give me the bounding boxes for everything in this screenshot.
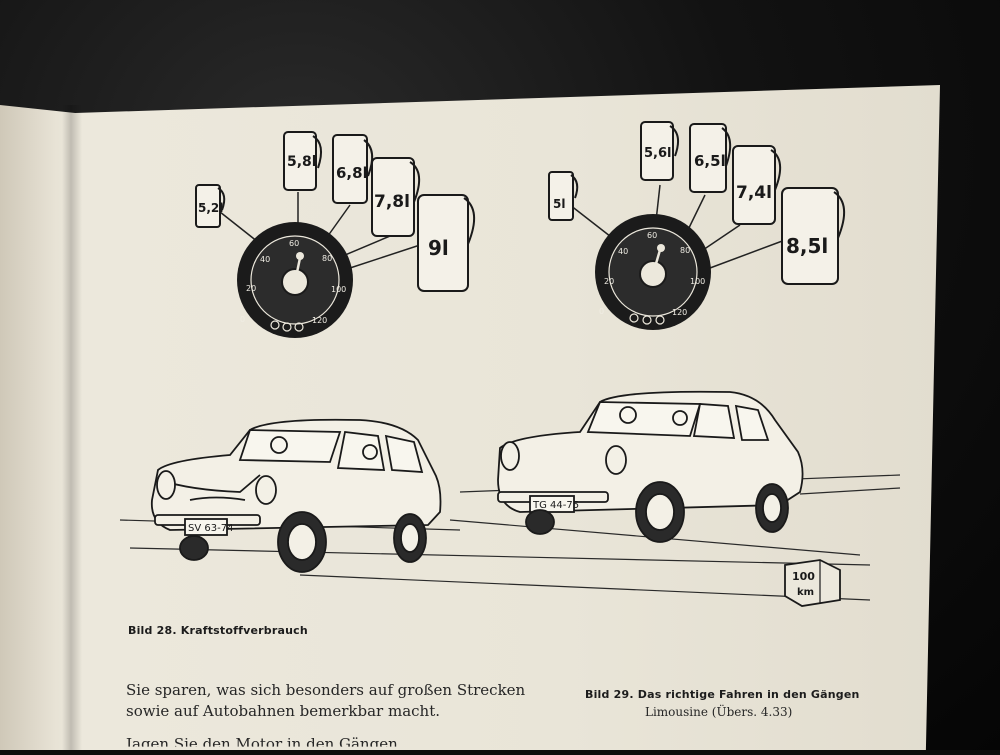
right-jug-5: 8,5l — [781, 187, 845, 285]
speed-tick: 20 — [246, 284, 256, 293]
right-fuel-figure: 5l 5,6l 6,5l 7,4l 8,5l 0 — [548, 121, 845, 330]
speed-tick: 80 — [322, 254, 332, 263]
speed-tick: 40 — [618, 247, 628, 256]
caption-title: Kraftstoffverbrauch — [180, 624, 308, 637]
jug-label: 5,2l — [198, 201, 223, 215]
speed-tick: 80 — [680, 246, 690, 255]
speed-tick: 60 — [647, 231, 657, 240]
speed-tick: 0 — [599, 307, 604, 316]
jug-label: 6,5l — [694, 152, 726, 170]
speed-tick: 60 — [289, 239, 299, 248]
speed-tick: 120 — [672, 308, 687, 317]
speed-tick: 120 — [312, 316, 327, 325]
speed-tick: 0 — [240, 315, 245, 324]
jug-label: 5l — [553, 197, 565, 211]
left-jug-3: 6,8l — [332, 134, 374, 204]
body-paragraph: Sie sparen, was sich besonders auf große… — [126, 680, 525, 755]
jug-label: 7,4l — [736, 183, 772, 203]
jug-label: 5,6l — [644, 146, 672, 161]
caption-title: Das richtige Fahren in den Gängen — [637, 688, 860, 701]
speed-tick: 100 — [690, 277, 705, 286]
body-line-cut: Jagen Sie den Motor in den Gängen — [126, 735, 398, 753]
right-jug-4: 7,4l — [732, 145, 782, 225]
speed-tick: 100 — [331, 285, 346, 294]
jug-label: 9l — [428, 236, 449, 260]
jug-label: 8,5l — [786, 234, 828, 258]
right-jug-1: 5l — [548, 171, 579, 221]
book-gutter-shadow — [62, 105, 82, 750]
body-line: sowie auf Autobahnen bemerkbar macht. — [126, 702, 441, 720]
milestone-value: 100 — [792, 570, 815, 583]
license-plate: SV 63-74 — [188, 523, 233, 534]
left-jug-2: 5,8l — [283, 131, 323, 191]
right-jug-2: 5,6l — [640, 121, 680, 181]
right-car-limousine: TG 44-75 — [497, 390, 804, 543]
left-speedometer: 0 20 40 60 80 100 120 — [237, 222, 353, 338]
right-jug-3: 6,5l — [689, 123, 732, 193]
left-car-kombi: SV 63-74 — [150, 418, 442, 573]
speed-tick: 40 — [260, 255, 270, 264]
jug-label: 6,8l — [336, 164, 368, 182]
jug-label: 5,8l — [287, 154, 317, 170]
left-jug-1: 5,2l — [195, 184, 226, 228]
right-speedometer: 0 20 40 60 80 100 120 — [595, 214, 711, 330]
speed-tick: 20 — [604, 277, 614, 286]
milestone-marker: 100 km — [784, 559, 841, 607]
caption-subtitle: Limousine (Übers. 4.33) — [645, 705, 793, 719]
caption-number: Bild 28. — [128, 624, 177, 637]
caption-bild-29: Bild 29. Das richtige Fahren in den Gäng… — [585, 688, 860, 701]
body-line: Sie sparen, was sich besonders auf große… — [126, 681, 526, 699]
left-fuel-figure: 5,2l 5,8l 6,8l 7,8l 9l 0 — [195, 131, 475, 338]
caption-bild-28: Bild 28. Kraftstoffverbrauch — [128, 624, 308, 637]
milestone-unit: km — [797, 587, 814, 598]
caption-number: Bild 29. — [585, 688, 634, 701]
license-plate: TG 44-75 — [532, 500, 579, 511]
left-jug-4: 7,8l — [371, 157, 421, 237]
jug-label: 7,8l — [374, 192, 410, 212]
left-jug-5: 9l — [417, 194, 475, 292]
